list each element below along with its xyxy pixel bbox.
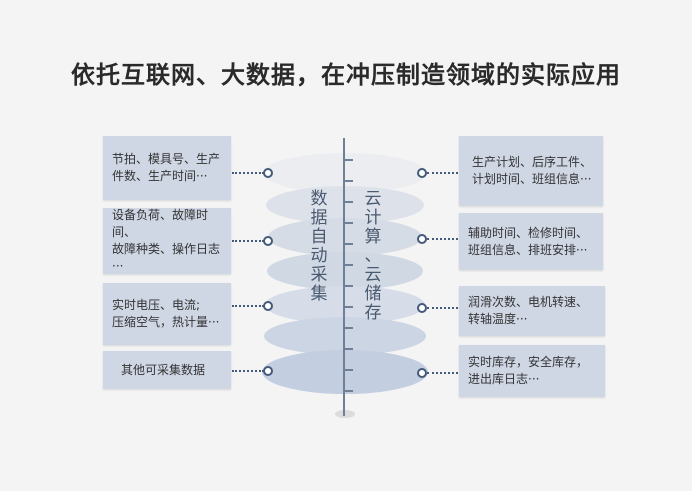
axis-tick xyxy=(345,243,353,245)
left-box-3: 实时电压、电流;压缩空气，热计量··· xyxy=(103,283,231,345)
vertical-char: 云 xyxy=(364,189,382,209)
right-connector-node-3 xyxy=(417,303,427,313)
vertical-char: 采 xyxy=(310,265,328,285)
page-title: 依托互联网、大数据，在冲压制造领域的实际应用 xyxy=(71,61,621,89)
right-connector-node-4 xyxy=(417,368,427,378)
vertical-char: 计 xyxy=(364,208,382,228)
axis-tick xyxy=(345,348,353,350)
right-connector-node-2 xyxy=(417,234,427,244)
right-box-1: 生产计划、后序工件、计划时间、班组信息··· xyxy=(459,136,603,206)
vertical-char: 集 xyxy=(310,284,328,304)
left-box-2: 设备负荷、故障时间、故障种类、操作日志··· xyxy=(103,208,231,274)
right-connector-node-1 xyxy=(417,168,427,178)
right-connector-3 xyxy=(427,307,458,309)
right-connector-4 xyxy=(427,372,458,374)
ellipse-4 xyxy=(267,252,423,290)
ellipse-2 xyxy=(266,186,424,224)
right-vertical-label: 云计算、云储存 xyxy=(362,190,384,323)
ellipse-7 xyxy=(262,350,428,394)
axis-tick xyxy=(345,159,353,161)
axis-shadow xyxy=(335,410,355,418)
axis-tick xyxy=(345,306,353,308)
vertical-char: 、 xyxy=(364,246,382,266)
right-box-3: 润滑次数、电机转速、转轴温度··· xyxy=(459,286,605,336)
left-connector-node-1 xyxy=(263,168,273,178)
vertical-char: 存 xyxy=(364,303,382,323)
left-box-1: 节拍、模具号、生产件数、生产时间··· xyxy=(103,136,231,200)
left-box-4: 其他可采集数据 xyxy=(103,351,231,389)
vertical-char: 据 xyxy=(310,208,328,228)
left-connector-node-3 xyxy=(263,301,273,311)
axis-tick xyxy=(345,369,353,371)
axis-tick xyxy=(345,201,353,203)
axis-tick xyxy=(345,264,353,266)
vertical-char: 储 xyxy=(364,284,382,304)
axis-line xyxy=(343,138,345,416)
right-connector-2 xyxy=(427,238,458,240)
axis-tick xyxy=(345,327,353,329)
left-connector-node-4 xyxy=(263,366,273,376)
axis-tick xyxy=(345,390,353,392)
axis-tick xyxy=(345,180,353,182)
left-connector-3 xyxy=(232,305,264,307)
left-connector-1 xyxy=(232,172,264,174)
right-box-4: 实时库存，安全库存，进出库日志··· xyxy=(459,345,605,397)
left-connector-node-2 xyxy=(263,236,273,246)
right-connector-1 xyxy=(427,172,458,174)
left-connector-2 xyxy=(232,240,264,242)
right-box-2: 辅助时间、检修时间、班组信息、排班安排··· xyxy=(459,213,603,270)
vertical-char: 算 xyxy=(364,227,382,247)
axis-tick xyxy=(345,285,353,287)
vertical-char: 数 xyxy=(310,189,328,209)
left-vertical-label: 数据自动采集 xyxy=(308,190,330,304)
vertical-char: 动 xyxy=(310,246,328,266)
ellipse-3 xyxy=(268,218,422,256)
vertical-char: 云 xyxy=(364,265,382,285)
left-connector-4 xyxy=(232,370,264,372)
axis-tick xyxy=(345,222,353,224)
vertical-char: 自 xyxy=(310,227,328,247)
